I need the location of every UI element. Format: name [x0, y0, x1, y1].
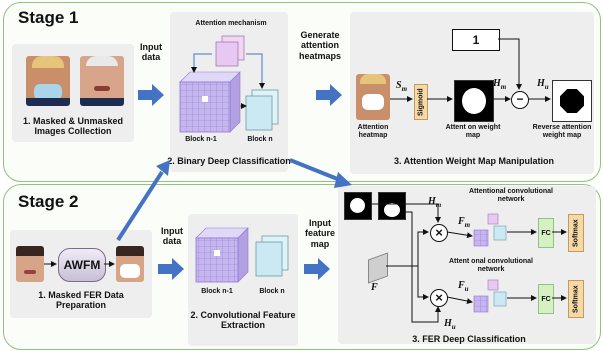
attention-heatmap-image: [356, 74, 390, 120]
hm-map-small: [344, 192, 372, 220]
collection-label: 1. Masked & Unmasked Images Collection: [22, 116, 124, 137]
fc-bottom-block: FC: [538, 284, 554, 314]
generate-heatmaps-label: Generate attention heatmaps: [298, 30, 342, 61]
stage1-hm-symbol: Hm: [493, 78, 506, 91]
minus-text: −: [516, 92, 524, 106]
multiply-top-operator: ×: [430, 224, 448, 242]
stage2-hu-sub: u: [451, 323, 456, 331]
masked-face-image: [26, 56, 70, 106]
attention-weight-map: [454, 80, 494, 122]
manipulation-label: 3. Attention Weight Map Manipulation: [394, 156, 554, 166]
stage2-hu-symbol: Hu: [444, 318, 456, 331]
arrow-prep-to-conv: [158, 258, 184, 280]
fm-symbol: Fm: [458, 216, 470, 229]
f-text: F: [371, 282, 378, 293]
constant-one-box: 1: [452, 29, 500, 51]
input-feature-map-label: Input feature map: [304, 218, 335, 249]
stage1-block-prev-label: Block n-1: [185, 136, 217, 143]
attention-mechanism-cube: [215, 35, 245, 67]
stage2-hm-text: H: [428, 196, 436, 207]
arrow-binary-to-manip: [316, 84, 342, 106]
fm-text: F: [458, 216, 465, 227]
attention-mechanism-label: Attention mechanism: [195, 20, 267, 27]
fm-sub: m: [464, 221, 471, 229]
fu-symbol: Fu: [458, 280, 469, 293]
stage2-hm-sub: m: [435, 201, 442, 209]
constant-one-text: 1: [472, 33, 480, 47]
stage1-hm-text: H: [493, 78, 501, 89]
awfm-text: AWFM: [63, 258, 101, 272]
fer-label: 3. FER Deep Classification: [412, 334, 526, 344]
stage2-hm-symbol: Hm: [428, 196, 441, 209]
multiply-bottom-operator: ×: [430, 289, 448, 307]
arrow-collection-to-binary: [138, 84, 164, 106]
sm-symbol: Sm: [396, 80, 407, 93]
arrow-conv-to-fer: [304, 258, 330, 280]
arrow-binary-to-fer: [289, 158, 341, 182]
conv-label: 2. Convolutional Feature Extraction: [190, 310, 296, 331]
stage1-title: Stage 1: [18, 8, 79, 27]
reverse-weight-map-label: Reverse attention weight map: [532, 124, 592, 139]
blue-flow-arrows: [138, 84, 342, 280]
masked-fer-image: [116, 246, 144, 282]
stage1-block-prev-cube: [179, 71, 241, 133]
minus-operator: −: [511, 91, 529, 109]
attention-weight-map-label: Attent on weight map: [445, 124, 501, 139]
reverse-weight-map: [552, 80, 592, 122]
stage2-block-prev-label: Block n-1: [201, 288, 233, 295]
awfm-block: AWFM: [58, 248, 106, 282]
arrow-stage2-to-stage1-head: [156, 160, 170, 176]
stage1-hu-sub: u: [544, 83, 549, 91]
stage2-title: Stage 2: [18, 192, 79, 211]
fu-sub: u: [464, 285, 469, 293]
stage2-hu-text: H: [444, 318, 452, 329]
unmasked-fer-image: [16, 246, 44, 282]
sm-sub: m: [401, 85, 408, 93]
attention-heatmap-label: Attention heatmap: [357, 124, 389, 139]
arrow-binary-to-fer-head: [334, 172, 352, 188]
fc-top-block: FC: [538, 218, 554, 248]
sm-text: S: [396, 80, 402, 91]
stage2-block-prev-cube: [195, 227, 249, 283]
attentional-cnn-top-cubes: [473, 213, 507, 247]
stage1-hu-symbol: Hu: [537, 78, 549, 91]
stage1-input-data-label: Input data: [140, 42, 162, 63]
stage1-hu-text: H: [537, 78, 545, 89]
stage1-block-n-cube: [245, 89, 279, 131]
unmasked-face-image: [80, 56, 124, 106]
fu-text: F: [458, 280, 465, 291]
prep-label: 1. Masked FER Data Preparation: [38, 290, 124, 311]
stage1-block-n-label: Block n: [247, 136, 273, 143]
stage2-input-data-label: Input data: [161, 226, 183, 247]
stage2-block-n-label: Block n: [259, 288, 285, 295]
stage1-hm-sub: m: [500, 83, 507, 91]
stage2-block-n-cube: [255, 235, 289, 277]
arrow-stage2-to-stage1: [116, 170, 164, 242]
attentional-cnn-mid-label: Attent onal convolutional network: [449, 258, 533, 273]
hu-map-small: [378, 192, 406, 220]
attentional-cnn-top-label: Attentional convolutional network: [469, 188, 553, 203]
f-symbol: F: [371, 282, 378, 293]
attentional-cnn-bottom-cubes: [473, 279, 507, 313]
binary-label: 2. Binary Deep Classification: [167, 156, 291, 166]
